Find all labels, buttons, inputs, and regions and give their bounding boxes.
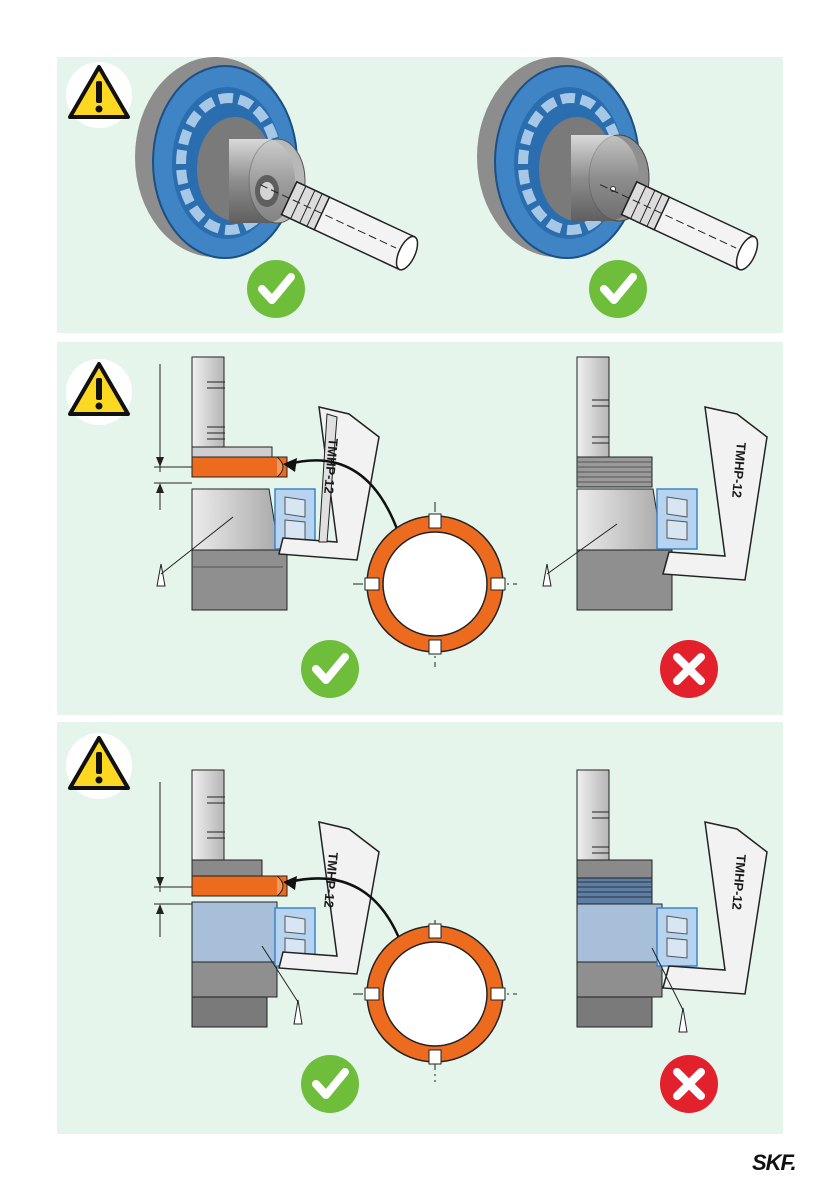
cross-icon — [660, 640, 718, 698]
panel-2-illustration: TMHP-12 — [57, 342, 783, 715]
panel-1-illustration — [57, 57, 783, 333]
section-figure-2a: TMHP-12 — [154, 357, 517, 667]
panel-3: TMHP-12 — [57, 722, 783, 1134]
bearing-figure-1a — [135, 57, 422, 273]
warning-icon — [66, 359, 132, 425]
checkmark-icon — [301, 1055, 359, 1113]
warning-icon — [66, 62, 132, 128]
warning-icon — [66, 733, 132, 799]
section-figure-3a: TMHP-12 — [154, 770, 517, 1082]
cross-icon — [660, 1055, 718, 1113]
checkmark-icon — [589, 260, 647, 318]
section-figure-3b: TMHP-12 — [577, 770, 767, 1032]
section-figure-2b: TMHP-12 — [543, 357, 767, 610]
checkmark-icon — [301, 640, 359, 698]
panel-3-illustration: TMHP-12 — [57, 722, 783, 1134]
panel-1 — [57, 57, 783, 333]
bearing-figure-1b — [477, 57, 762, 273]
checkmark-icon — [247, 260, 305, 318]
skf-logo: SKF. — [752, 1150, 796, 1176]
panel-2: TMHP-12 — [57, 342, 783, 715]
